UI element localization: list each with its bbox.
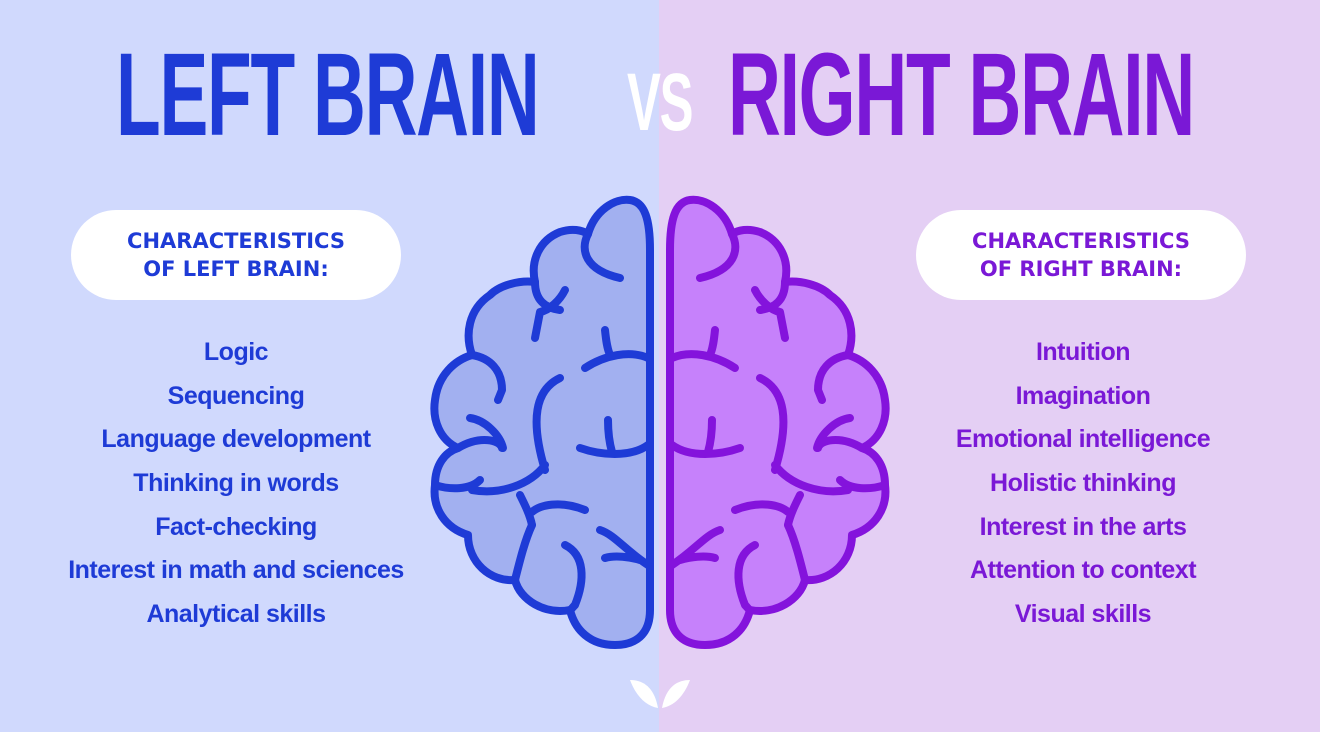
left-hemisphere-icon [430,195,654,649]
list-item: Interest in the arts [979,512,1187,541]
right-heading-line1: CHARACTERISTICS [972,229,1190,253]
right-characteristics-list: Intuition Imagination Emotional intellig… [932,334,1234,640]
right-characteristics-heading: CHARACTERISTICS OF RIGHT BRAIN: [916,210,1246,300]
list-item: Interest in math and sciences [68,556,404,585]
list-item: Emotional intelligence [955,425,1211,454]
left-heading-line1: CHARACTERISTICS [127,229,345,253]
left-characteristics-list: Logic Sequencing Language development Th… [40,334,432,640]
right-heading-line2: OF RIGHT BRAIN: [979,257,1183,281]
list-item: Language development [101,425,371,454]
list-item: Imagination [1015,381,1151,410]
right-brain-title: RIGHT BRAIN [728,29,1195,161]
list-item: Holistic thinking [990,469,1176,498]
left-brain-title: LEFT BRAIN [116,29,540,161]
list-item: Intuition [1035,338,1131,366]
left-characteristics-heading: CHARACTERISTICS OF LEFT BRAIN: [71,210,401,300]
list-item: Analytical skills [146,600,326,629]
left-heading-line2: OF LEFT BRAIN: [143,257,329,281]
list-item: Thinking in words [133,469,339,498]
right-hemisphere-icon [666,195,890,649]
leaf-logo-icon [630,680,690,708]
list-item: Fact-checking [155,512,317,541]
brain-icon [430,195,890,649]
list-item: Visual skills [1014,600,1152,629]
vs-label: VS [627,57,694,148]
list-item: Logic [203,338,269,366]
list-item: Sequencing [167,381,305,410]
list-item: Attention to context [969,556,1197,585]
